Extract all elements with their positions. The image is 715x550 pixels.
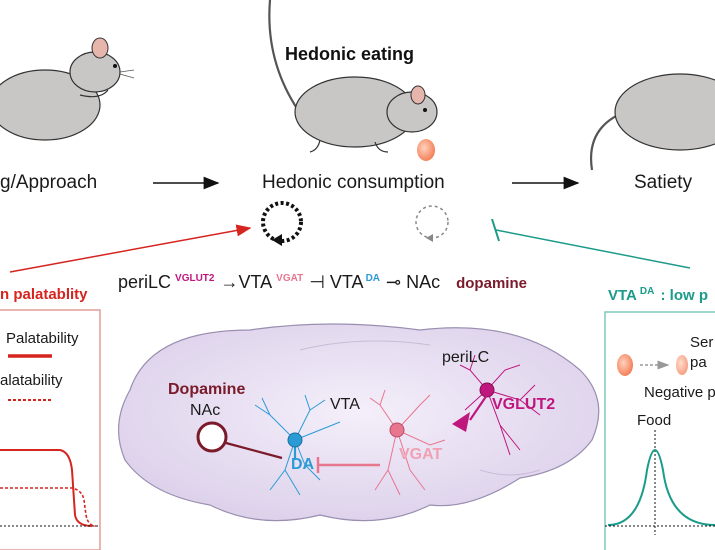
legend-low-palatability: alatability bbox=[0, 372, 63, 389]
vta-label: VTA bbox=[330, 396, 360, 413]
mouse-hedonic-icon bbox=[268, 0, 438, 161]
teal-inhibit-line bbox=[495, 229, 691, 269]
left-panel-title: n palatablity bbox=[0, 286, 88, 303]
red-arrow bbox=[9, 224, 252, 273]
stage-label-approach: g/Approach bbox=[0, 172, 98, 193]
mouse-approach-icon bbox=[0, 37, 135, 141]
vgat-neuron-icon bbox=[369, 389, 446, 496]
right-panel-line3: Negative p bbox=[644, 384, 715, 401]
brain bbox=[117, 323, 600, 522]
da-projection-line bbox=[225, 441, 283, 460]
vgat-label: VGAT bbox=[399, 446, 443, 463]
loop-thick-icon bbox=[261, 201, 303, 246]
teal-inhibit-bar bbox=[491, 218, 500, 242]
vglut2-projection-line bbox=[469, 394, 488, 421]
page-title: Hedonic eating bbox=[285, 44, 415, 64]
food-label: Food bbox=[637, 412, 672, 429]
dopamine-label: Dopamine bbox=[168, 381, 246, 398]
da-label: DA bbox=[291, 456, 315, 473]
right-panel bbox=[604, 311, 715, 550]
right-panel-line2: pa bbox=[690, 354, 707, 371]
vglut2-arrowhead bbox=[452, 412, 470, 432]
nac-circle-icon bbox=[196, 421, 228, 453]
vglut2-neuron-icon bbox=[459, 354, 541, 456]
stage-label-hedonic: Hedonic consumption bbox=[262, 172, 445, 193]
stage-label-satiety: Satiety bbox=[634, 172, 693, 193]
nac-label: NAc bbox=[190, 402, 221, 419]
mouse-satiety-icon bbox=[590, 73, 715, 171]
right-panel-line1: Ser bbox=[690, 334, 714, 351]
da-neuron-icon bbox=[254, 394, 341, 496]
perilc-label: periLC bbox=[442, 349, 490, 366]
vglut2-label: VGLUT2 bbox=[492, 396, 556, 413]
loop-thin-icon bbox=[415, 205, 449, 242]
legend-high-palatability: Palatability bbox=[6, 330, 79, 347]
left-panel bbox=[0, 309, 101, 550]
